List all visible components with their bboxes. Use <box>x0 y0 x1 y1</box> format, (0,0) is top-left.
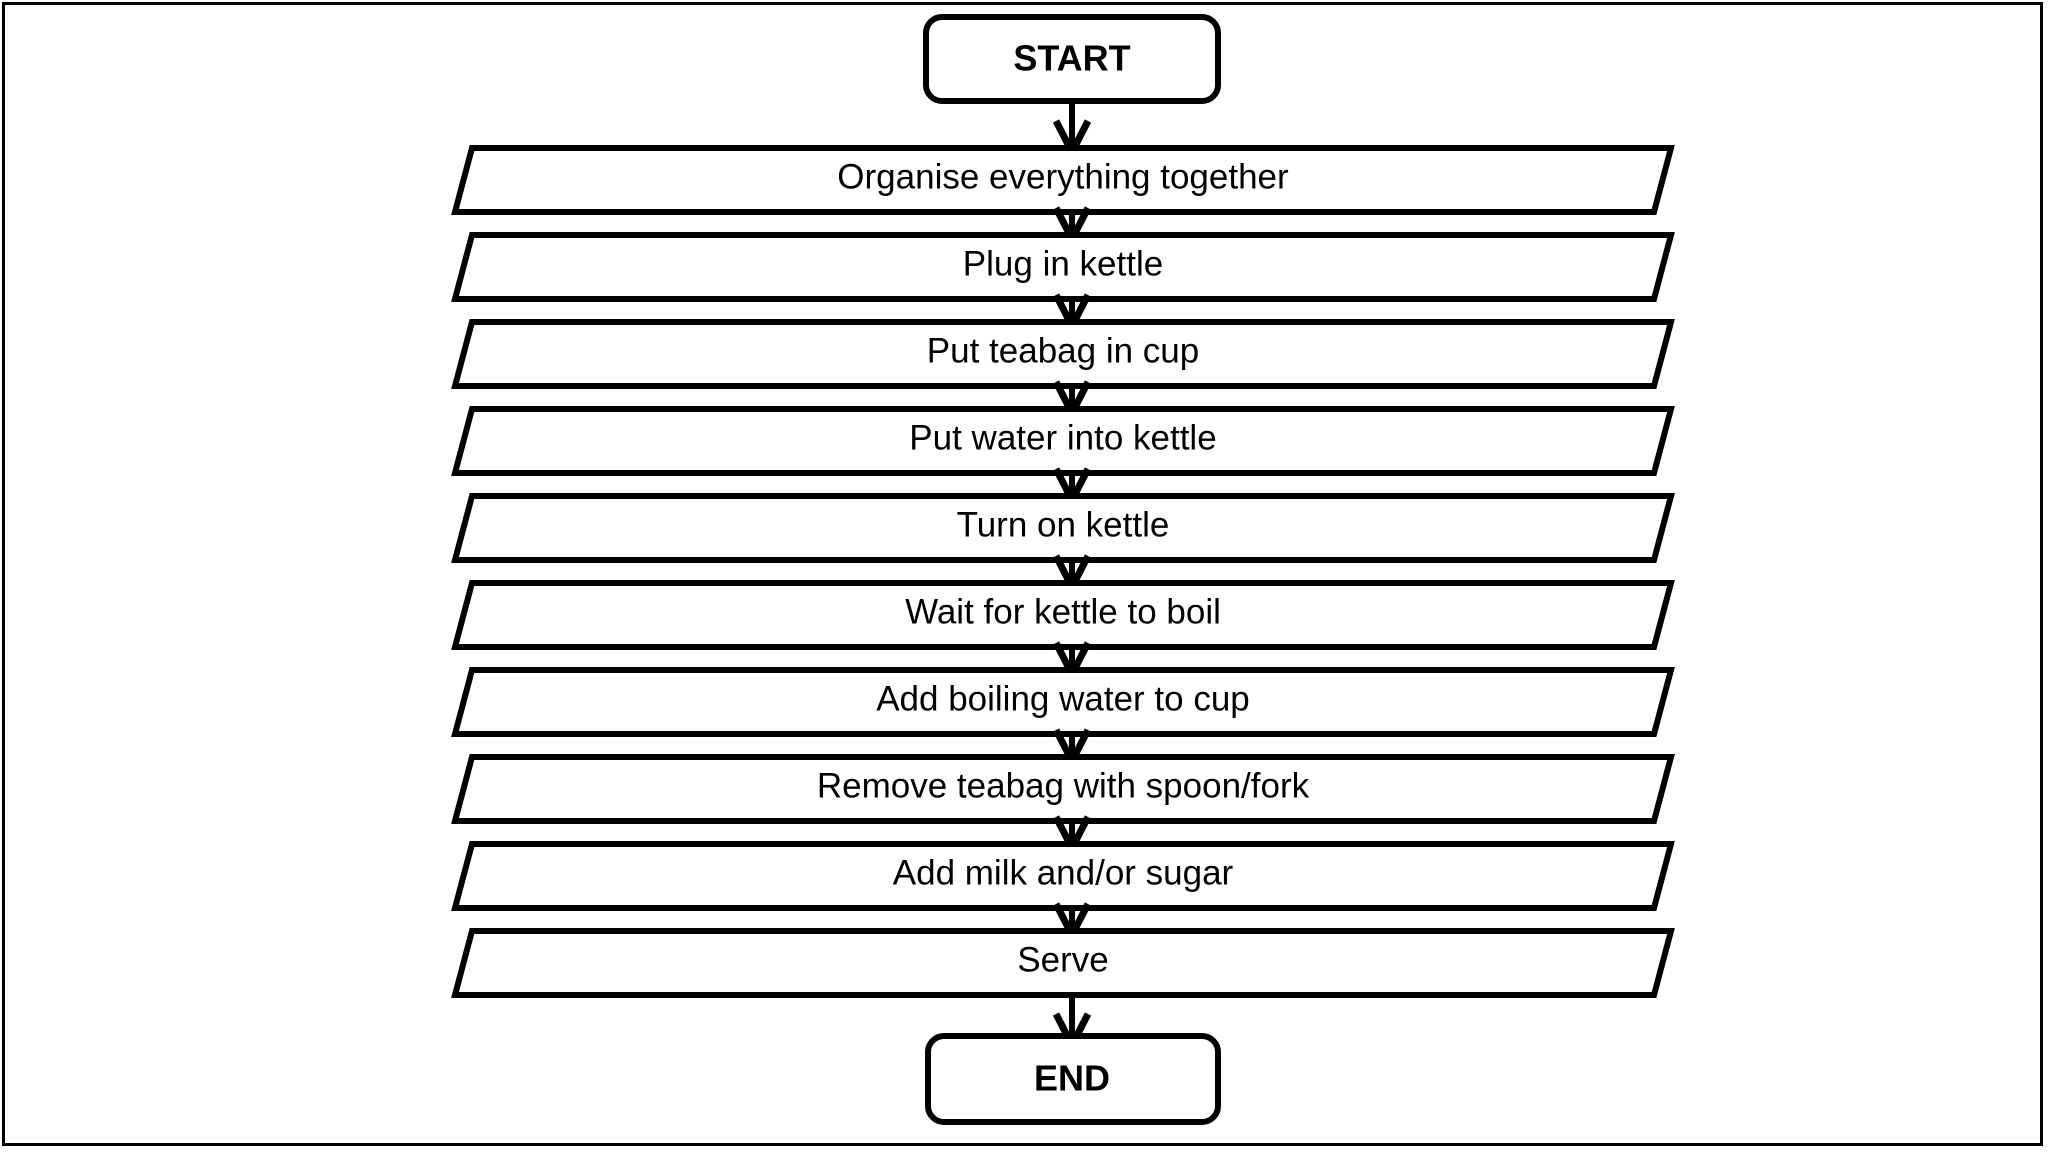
step-7-shape <box>451 667 1675 737</box>
step-7-label: Add boiling water to cup <box>876 679 1250 718</box>
step-2-shape <box>451 232 1675 302</box>
node-step-3[interactable]: Put teabag in cup <box>451 319 1675 389</box>
node-step-9[interactable]: Add milk and/or sugar <box>451 841 1675 911</box>
node-step-1[interactable]: Organise everything together <box>451 145 1675 215</box>
step-5-shape <box>451 493 1675 563</box>
node-step-4[interactable]: Put water into kettle <box>451 406 1675 476</box>
node-start[interactable]: START <box>923 14 1221 104</box>
step-10-label: Serve <box>1017 940 1108 979</box>
node-step-7[interactable]: Add boiling water to cup <box>451 667 1675 737</box>
node-step-8[interactable]: Remove teabag with spoon/fork <box>451 754 1675 824</box>
node-step-10[interactable]: Serve <box>451 928 1675 998</box>
end-shape <box>925 1033 1221 1125</box>
end-label: END <box>1034 1058 1110 1099</box>
step-1-label: Organise everything together <box>837 157 1289 196</box>
step-6-shape <box>451 580 1675 650</box>
step-6-label: Wait for kettle to boil <box>905 592 1221 631</box>
step-4-label: Put water into kettle <box>909 418 1216 457</box>
step-5-label: Turn on kettle <box>957 505 1170 544</box>
step-10-shape <box>451 928 1675 998</box>
start-label: START <box>1013 38 1130 79</box>
step-9-shape <box>451 841 1675 911</box>
step-2-label: Plug in kettle <box>963 244 1163 283</box>
step-9-label: Add milk and/or sugar <box>893 853 1234 892</box>
step-8-shape <box>451 754 1675 824</box>
step-1-shape <box>451 145 1675 215</box>
node-step-6[interactable]: Wait for kettle to boil <box>451 580 1675 650</box>
step-3-shape <box>451 319 1675 389</box>
node-step-2[interactable]: Plug in kettle <box>451 232 1675 302</box>
step-3-label: Put teabag in cup <box>927 331 1199 370</box>
step-4-shape <box>451 406 1675 476</box>
step-8-label: Remove teabag with spoon/fork <box>817 766 1310 805</box>
node-step-5[interactable]: Turn on kettle <box>451 493 1675 563</box>
node-end[interactable]: END <box>925 1033 1221 1125</box>
